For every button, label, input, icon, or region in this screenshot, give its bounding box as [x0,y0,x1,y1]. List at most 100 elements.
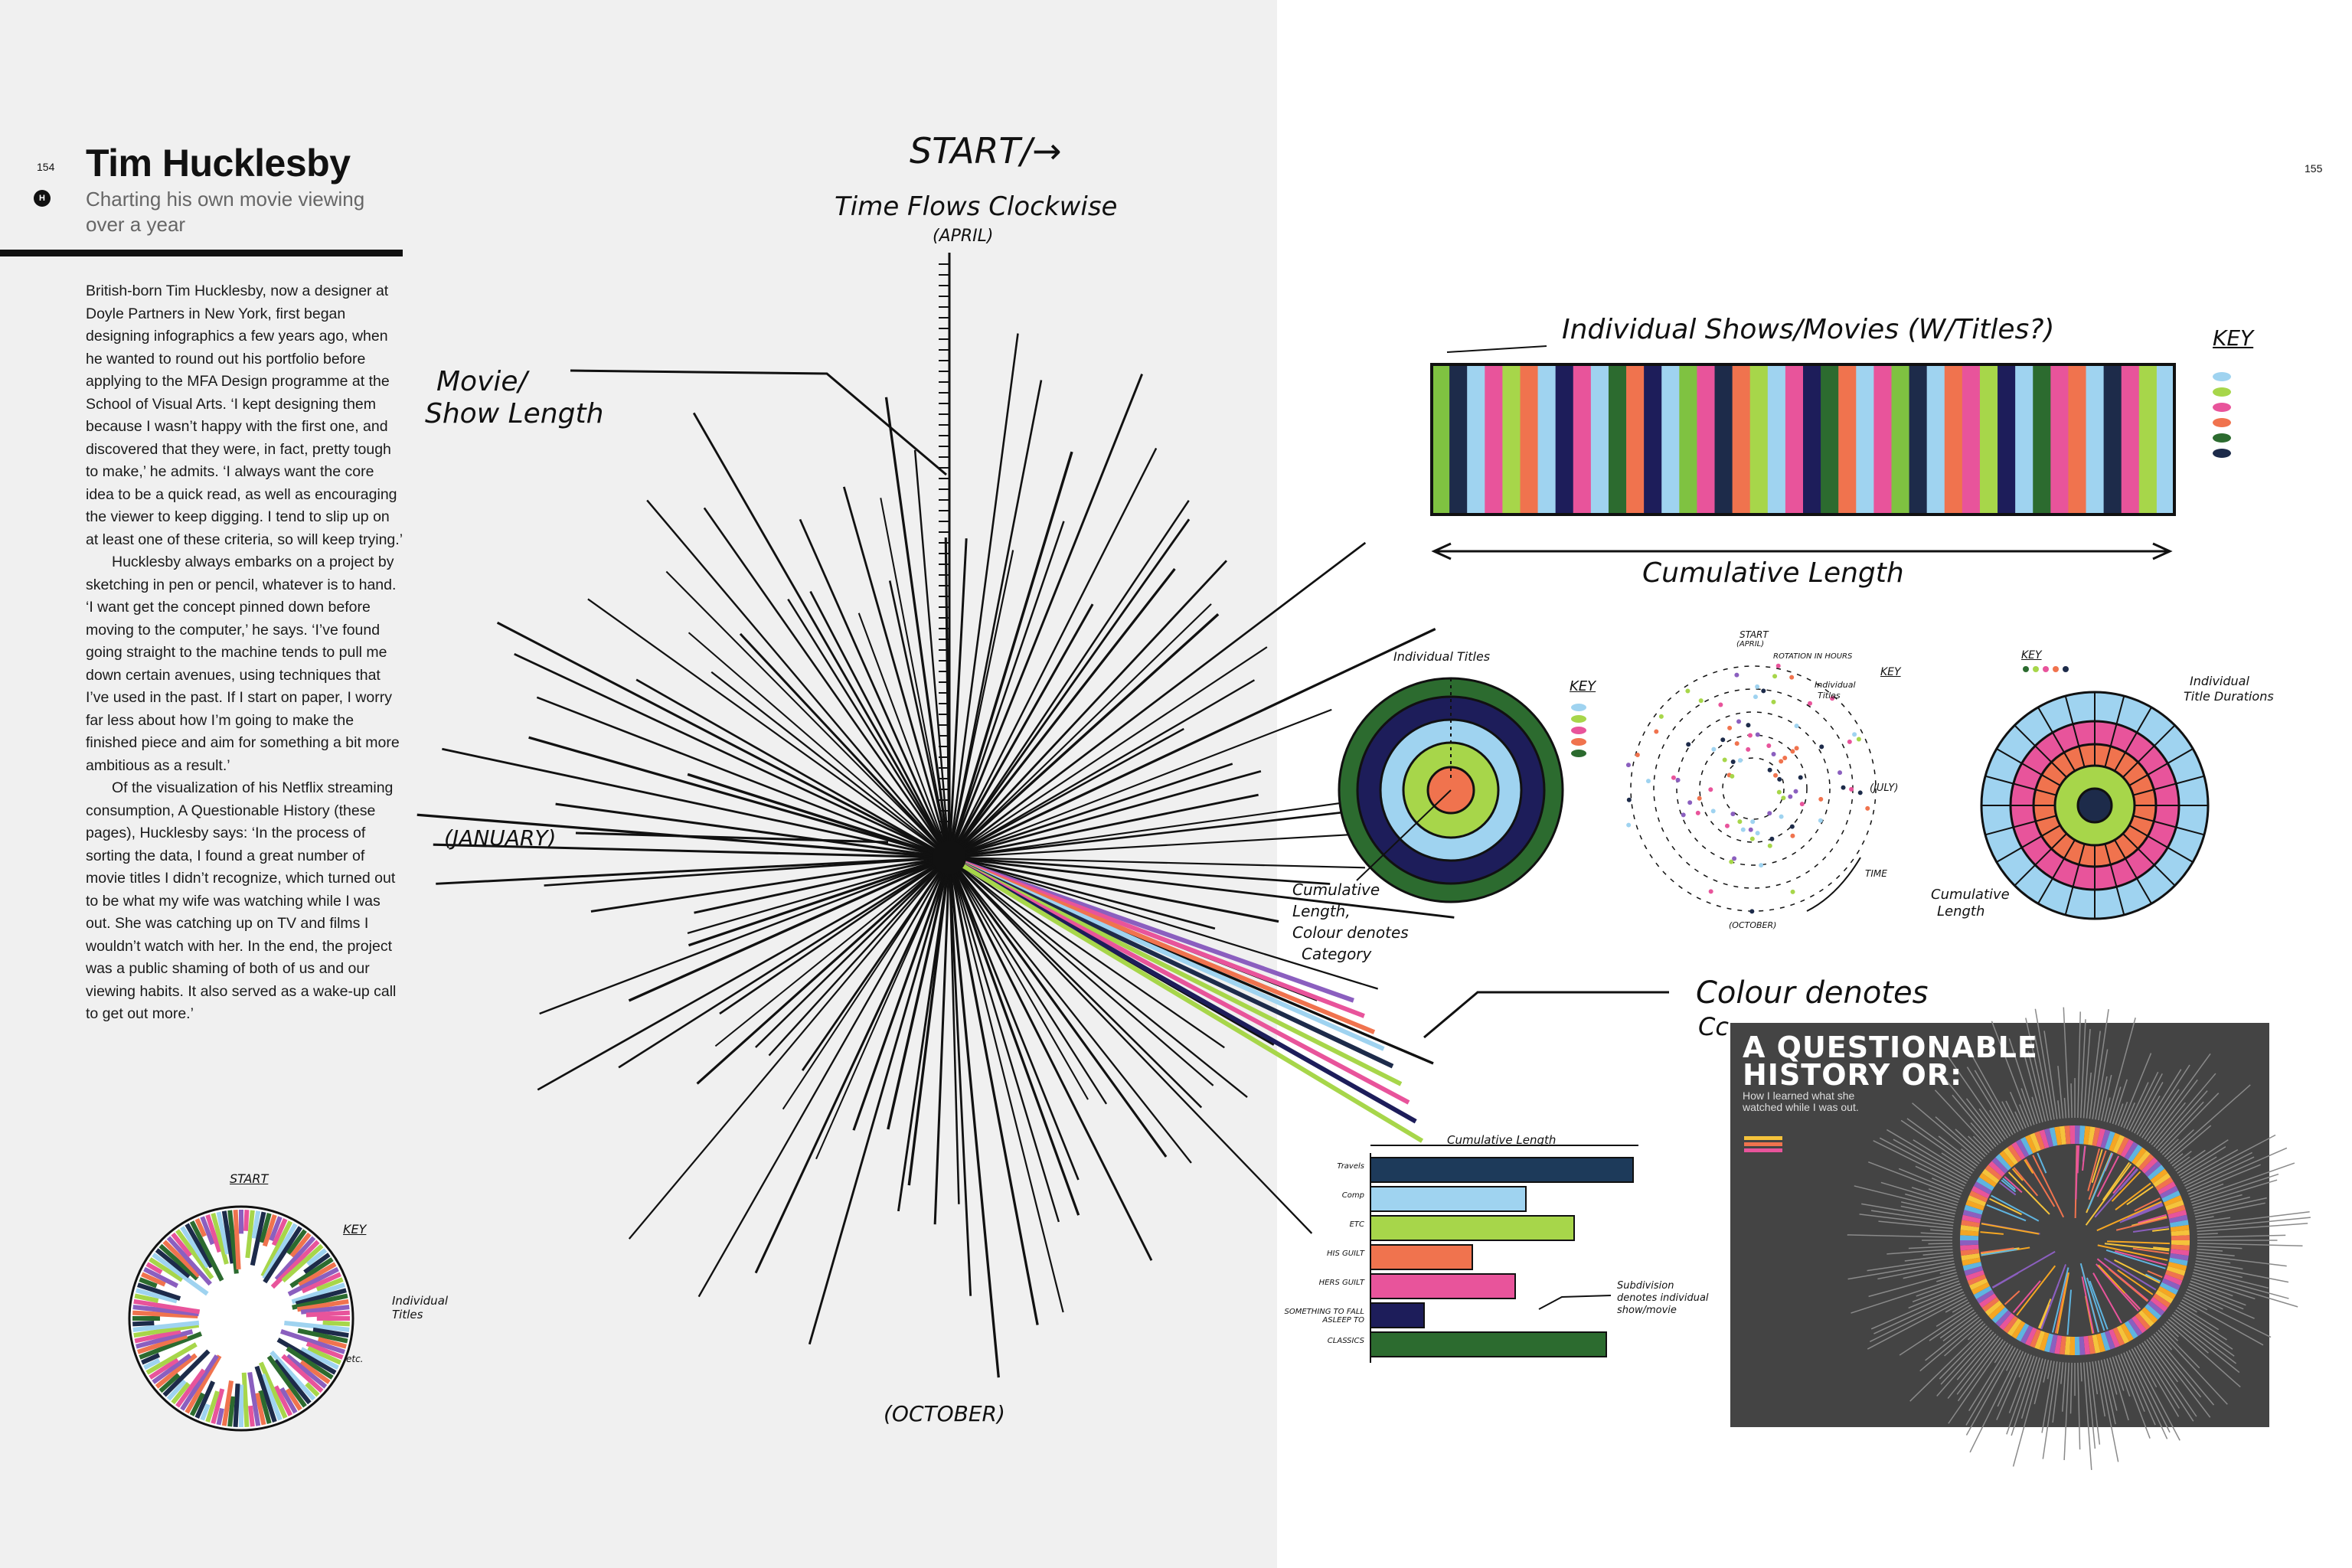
radial-line [696,856,951,1085]
strip-stripe [1537,364,1557,514]
poster-title-bar [1963,1040,2016,1134]
dots-point [1730,759,1736,764]
radial-line [948,333,1019,858]
radial-line [948,568,1176,858]
poster-title-bar [2189,1183,2224,1197]
poster-title-bar [2160,1093,2220,1154]
small-bar [258,1390,272,1424]
radial-line [948,447,1158,858]
poster-ring-segment [1991,1307,2008,1324]
poster-title-bar [2178,1146,2226,1177]
poster-inner-bar [1980,1247,2014,1254]
poster-title-bar [2184,1294,2272,1338]
poster-inner-bar [2134,1197,2161,1212]
radial-line [948,857,960,1204]
poster-ring-segment [1967,1195,1987,1207]
poster-ring-segment [1960,1249,1980,1256]
poster-ring-segment [2164,1269,2184,1281]
small-bar [132,1305,199,1317]
poster-title-bar [2070,1083,2073,1119]
poster-title-bar [1969,1350,2021,1453]
poster-title-bar [2138,1069,2182,1137]
poster-inner-bar [2097,1244,2168,1261]
poster-ring-segment [2168,1214,2188,1223]
dots-point [1793,789,1798,794]
poster-title-bar [2197,1245,2243,1250]
radial-line [436,856,950,885]
segments-key-dot [2053,666,2059,672]
poster-ring-segment [2020,1325,2034,1344]
radial-line [858,612,950,858]
poster-ring-segment [2145,1161,2161,1178]
dots-point [1818,818,1823,823]
small-bar [312,1327,349,1338]
segments-key-dot [2063,666,2069,672]
dots-point [1727,725,1733,730]
poster-title-bar [1867,1161,1961,1197]
small-bar [250,1211,266,1266]
poster-title-bar [2005,1348,2019,1371]
dots-point [1685,688,1690,694]
small-bar [247,1371,261,1426]
poster-ring-segment [2147,1300,2165,1316]
poster-inner-bar [2079,1263,2099,1333]
radial-line [949,802,1341,859]
rings-key-swatch [1571,715,1586,723]
poster-inner-bar [2085,1163,2132,1226]
bars-bar [1370,1244,1473,1270]
poster-title-bar [2194,1196,2251,1212]
strip-sketch [1430,345,2231,560]
poster-title-bar [1957,1339,2004,1402]
radial-line [948,857,1153,1261]
poster-title-bar [2175,1309,2233,1350]
dots-point [1772,674,1778,679]
poster-title-bar [2128,1071,2159,1131]
poster-ring-segment [1984,1165,2003,1181]
dots-point [1675,777,1681,782]
poster-ring-segment [2034,1131,2046,1151]
strip-stripe [1732,364,1751,514]
poster-title-bar [1930,1229,1953,1233]
poster-title-bar [2077,1362,2081,1450]
strip-stripe [1979,364,1999,514]
small-bar [297,1328,348,1344]
dots-start-label: START [1740,629,1769,640]
small-bar [158,1373,181,1393]
small-bar [270,1350,316,1401]
poster-title-bar [1854,1185,1956,1212]
poster-ring-segment [2167,1262,2187,1271]
poster-title-bar [2190,1280,2233,1297]
strip-stripe [1714,364,1733,514]
segments-ring [2076,787,2113,824]
rings-sketch [1338,677,1586,903]
small-bar [305,1382,320,1397]
poster-ring-segment [1962,1210,1982,1219]
colour-denotes-label: Colour denotes [1696,975,1929,1011]
poster-title-bar [1879,1137,1967,1184]
radial-line [948,857,972,1296]
poster-ring-segment [2141,1157,2158,1174]
poster-ring-segment [2152,1293,2171,1308]
strip-key-swatch [2213,449,2231,458]
poster-title-bar [1912,1102,1982,1162]
strip-stripe [1873,364,1893,514]
radial-line [754,857,951,1274]
poster-title-bar [2098,1076,2108,1121]
poster-ring-segment [1999,1150,2015,1168]
colour-pointer [1423,991,1669,1039]
bars-note-label-1: Subdivision [1617,1280,1674,1292]
colour-denotes-label-2: Cc [1698,1012,1729,1041]
poster-ring-segment [2164,1200,2184,1211]
strip-stripe [1767,364,1786,514]
poster-title-bar [2136,1345,2180,1417]
dots-point [1775,663,1781,668]
segments-divider [2104,843,2125,916]
poster-title-bar [1974,1070,2014,1135]
bars-note-label-2: denotes individual [1617,1292,1709,1304]
rings-pointer [1356,789,1452,881]
poster-title-bar [2158,1101,2204,1152]
poster-title-bar [1965,1347,2016,1436]
poster-ring-segment [2158,1285,2177,1299]
poster-ring-segment [2152,1172,2171,1187]
poster-title-bar [2123,1102,2135,1129]
